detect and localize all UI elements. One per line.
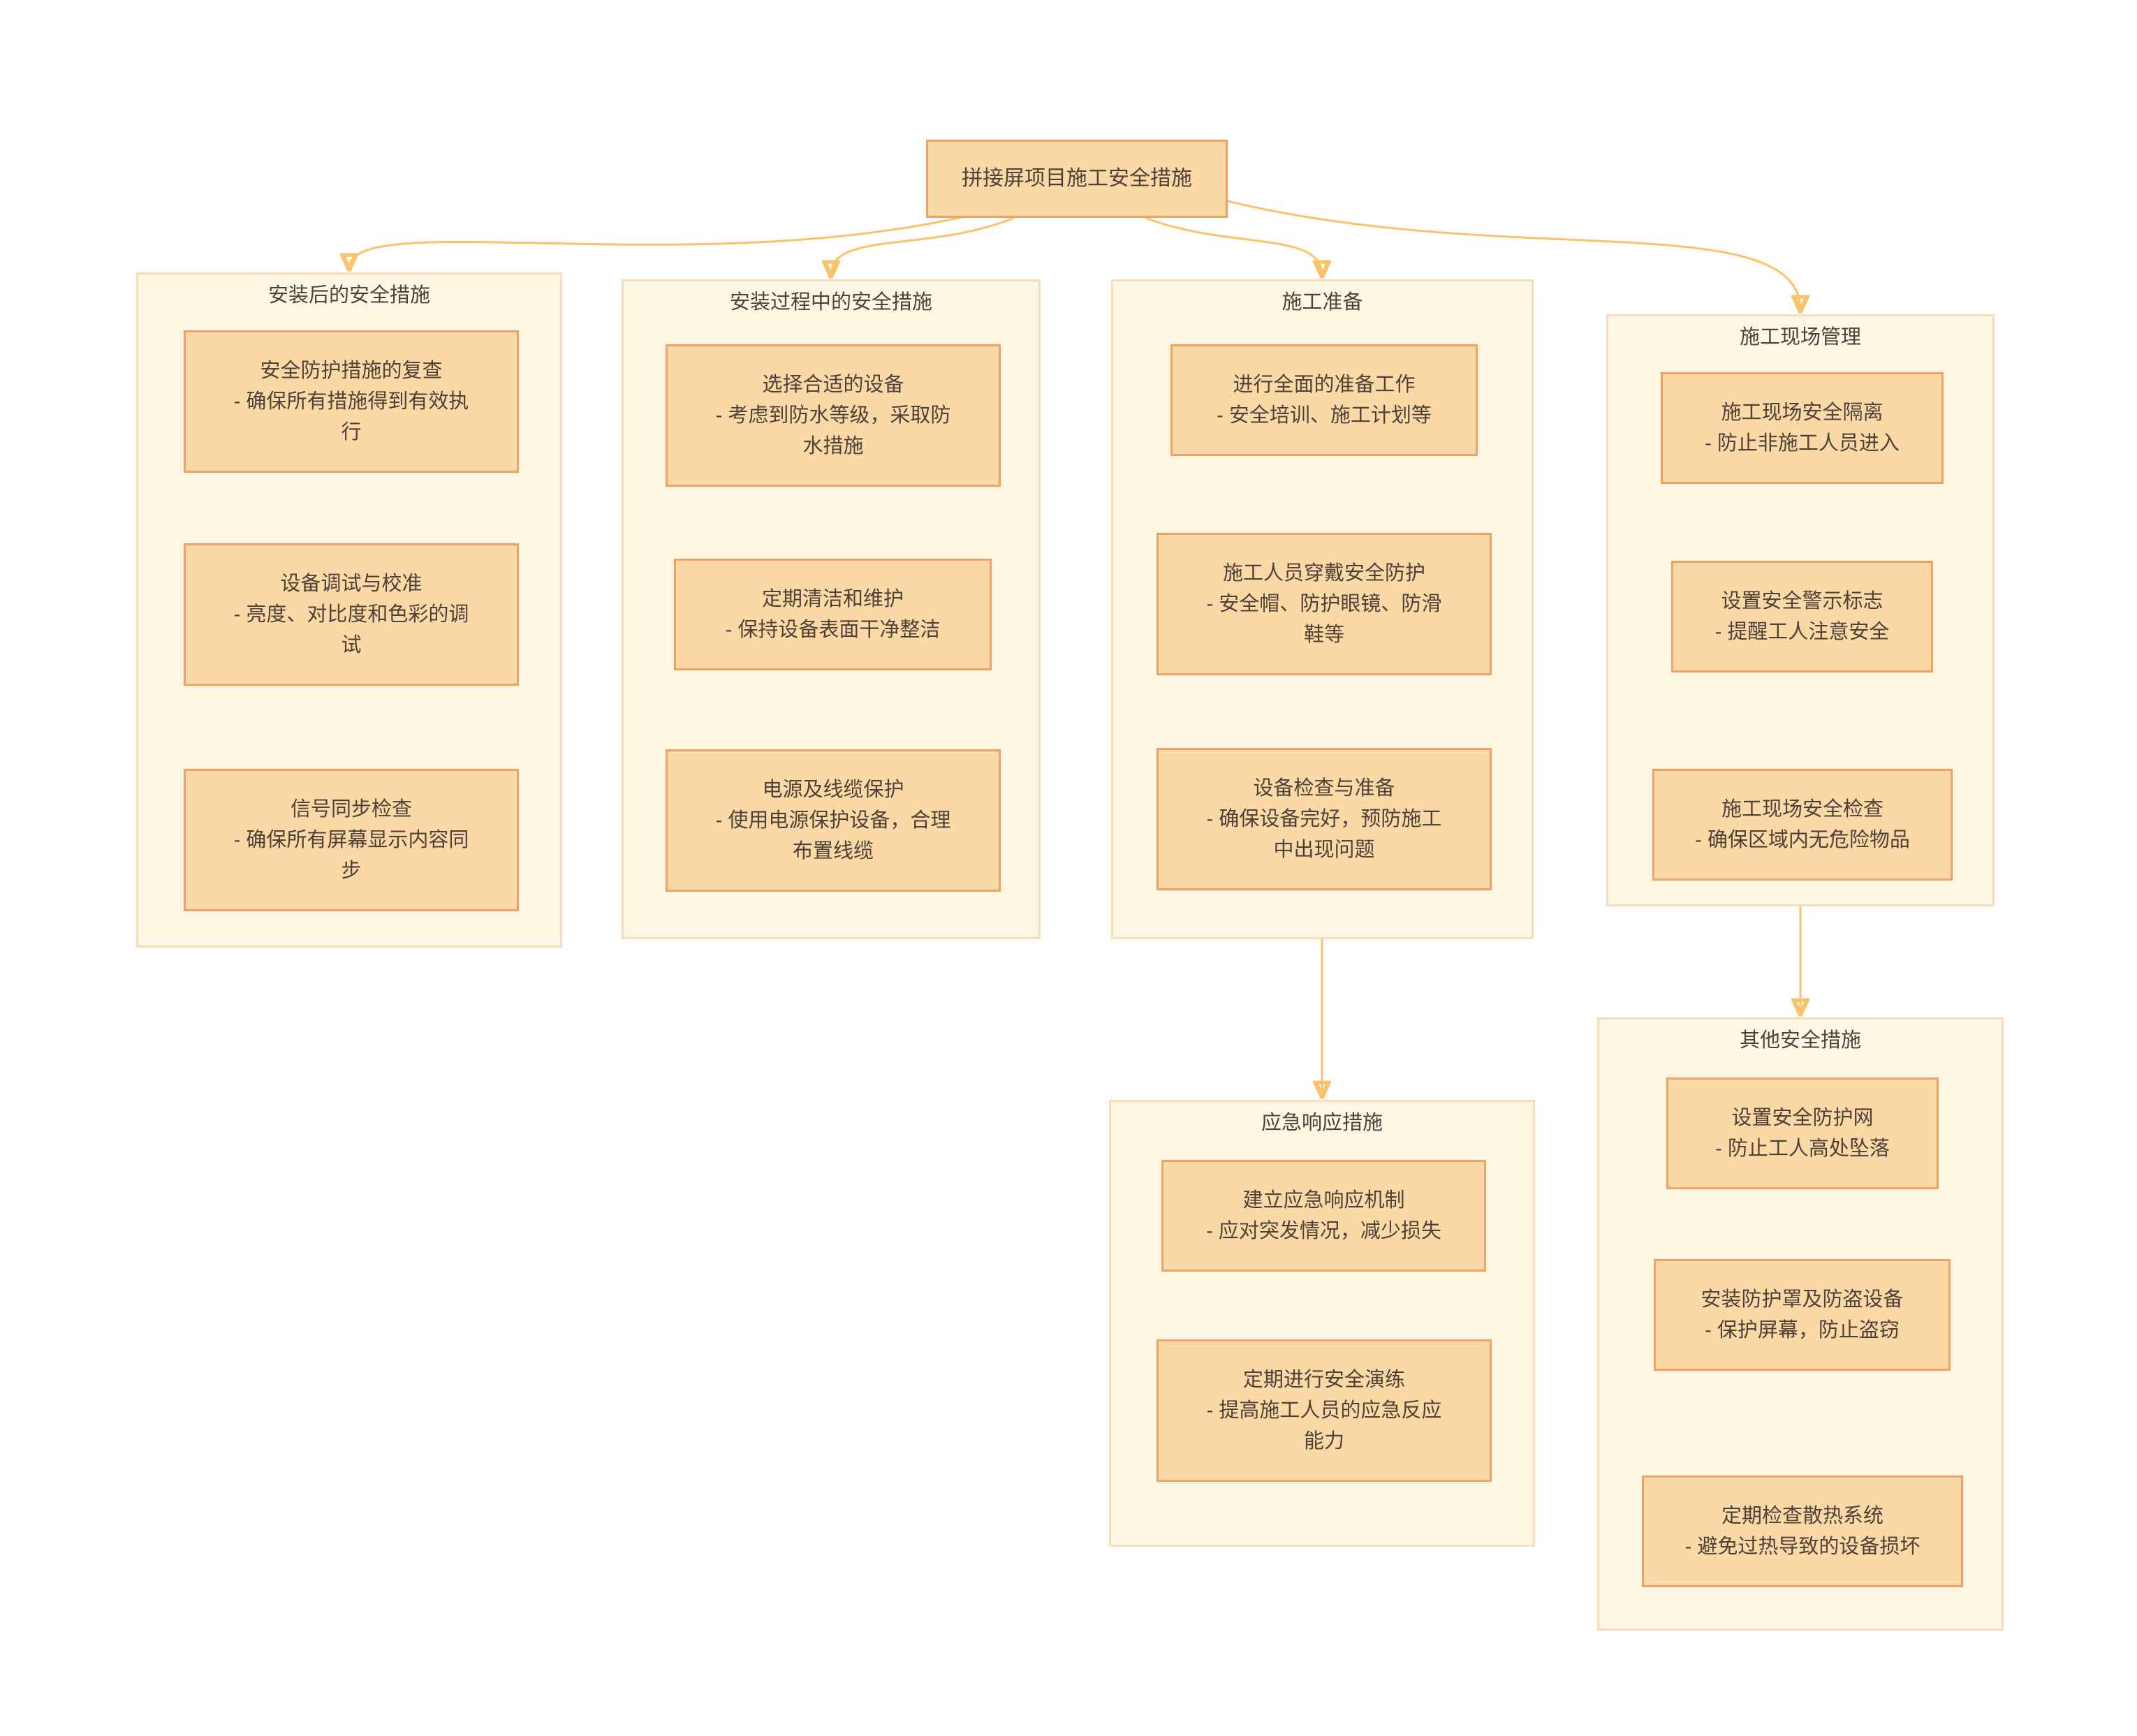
group-title: 其他安全措施 [1739,1029,1861,1052]
group-other-safety: 其他安全措施 设置安全防护网 - 防止工人高处坠落 安装防护罩及防盗设备 - 保… [1597,1017,2004,1631]
flow-node-protective-cover: 安装防护罩及防盗设备 - 保护屏幕，防止盗窃 [1654,1259,1951,1371]
flow-node-regular-cleaning: 定期清洁和维护 - 保持设备表面干净整洁 [674,559,992,670]
flow-node-safety-drills: 定期进行安全演练 - 提高施工人员的应急反应 能力 [1156,1339,1492,1482]
flow-node-site-safety-check: 施工现场安全检查 - 确保区域内无危险物品 [1652,769,1953,881]
flow-node-equipment-inspection: 设备检查与准备 - 确保设备完好，预防施工 中出现问题 [1156,748,1492,890]
group-construction-preparation: 施工准备 进行全面的准备工作 - 安全培训、施工计划等 施工人员穿戴安全防护 -… [1111,279,1534,939]
flow-node-device-calibration: 设备调试与校准 - 亮度、对比度和色彩的调 试 [184,543,519,686]
group-title: 安装过程中的安全措施 [729,291,932,314]
flow-node-safety-net: 设置安全防护网 - 防止工人高处坠落 [1666,1077,1939,1189]
group-title: 安装后的安全措施 [267,284,430,307]
flow-node-safety-review: 安全防护措施的复查 - 确保所有措施得到有效执 行 [184,330,519,473]
flow-node-protective-gear: 施工人员穿戴安全防护 - 安全帽、防护眼镜、防滑 鞋等 [1156,533,1492,675]
group-emergency-response: 应急响应措施 建立应急响应机制 - 应对突发情况，减少损失 定期进行安全演练 -… [1109,1100,1535,1547]
flow-node-power-cable-protection: 电源及线缆保护 - 使用电源保护设备，合理 布置线缆 [666,749,1001,892]
edge-root-to-group2 [831,216,1015,275]
flow-node-signal-sync-check: 信号同步检查 - 确保所有屏幕显示内容同 步 [184,769,519,911]
flow-node-select-equipment: 选择合适的设备 - 考虑到防水等级，采取防 水措施 [666,344,1001,487]
group-site-management: 施工现场管理 施工现场安全隔离 - 防止非施工人员进入 设置安全警示标志 - 提… [1606,314,1995,906]
flow-node-cooling-system-check: 定期检查散热系统 - 避免过热导致的设备损坏 [1642,1476,1963,1587]
group-title: 施工准备 [1282,291,1363,314]
flow-node-emergency-mechanism: 建立应急响应机制 - 应对突发情况，减少损失 [1161,1160,1486,1272]
flow-node-full-preparation: 进行全面的准备工作 - 安全培训、施工计划等 [1170,344,1478,456]
flow-node-warning-signs: 设置安全警示标志 - 提醒工人注意安全 [1671,561,1933,672]
root-node: 拼接屏项目施工安全措施 [926,140,1228,218]
edge-root-to-group3 [1145,216,1322,275]
group-post-installation-safety: 安装后的安全措施 安全防护措施的复查 - 确保所有措施得到有效执 行 设备调试与… [136,272,562,948]
group-title: 施工现场管理 [1739,326,1861,348]
group-title: 应急响应措施 [1261,1112,1383,1134]
group-installation-process-safety: 安装过程中的安全措施 选择合适的设备 - 考虑到防水等级，采取防 水措施 定期清… [622,279,1041,939]
edge-root-to-group1 [349,215,966,268]
flow-node-site-isolation: 施工现场安全隔离 - 防止非施工人员进入 [1661,372,1944,484]
